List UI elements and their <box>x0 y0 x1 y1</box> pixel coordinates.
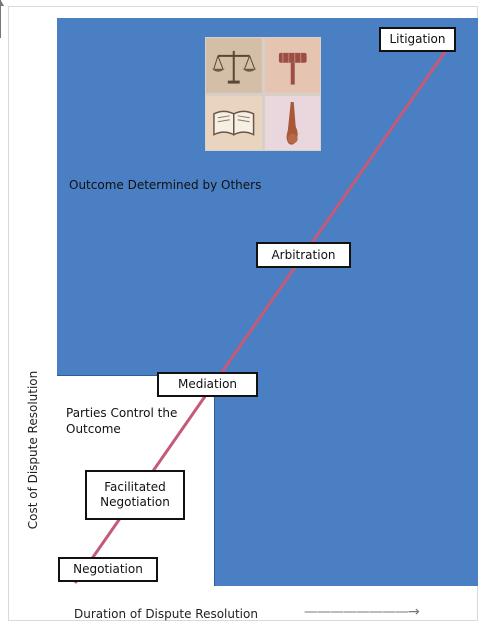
x-axis-label: Duration of Dispute Resolution <box>74 607 258 621</box>
facilitated-negotiation-box: Facilitated Negotiation <box>85 470 185 520</box>
outcome-determined-by-others-label: Outcome Determined by Others <box>69 178 262 192</box>
y-axis-label: Cost of Dispute Resolution <box>26 370 40 530</box>
open-book-icon <box>206 95 262 150</box>
scales-of-justice-icon <box>206 38 262 93</box>
gavel-icon <box>264 38 320 93</box>
justice-illustration <box>205 37 321 151</box>
negotiation-box: Negotiation <box>58 557 158 582</box>
litigation-box: Litigation <box>379 27 456 52</box>
parties-control-outcome-label: Parties Control the Outcome <box>66 406 178 437</box>
scroll-icon <box>264 95 320 150</box>
mediation-box: Mediation <box>157 372 258 397</box>
arbitration-box: Arbitration <box>256 242 351 268</box>
y-axis-arrow-icon <box>0 0 1 38</box>
x-axis-arrow-icon: ————————→ <box>304 604 420 620</box>
